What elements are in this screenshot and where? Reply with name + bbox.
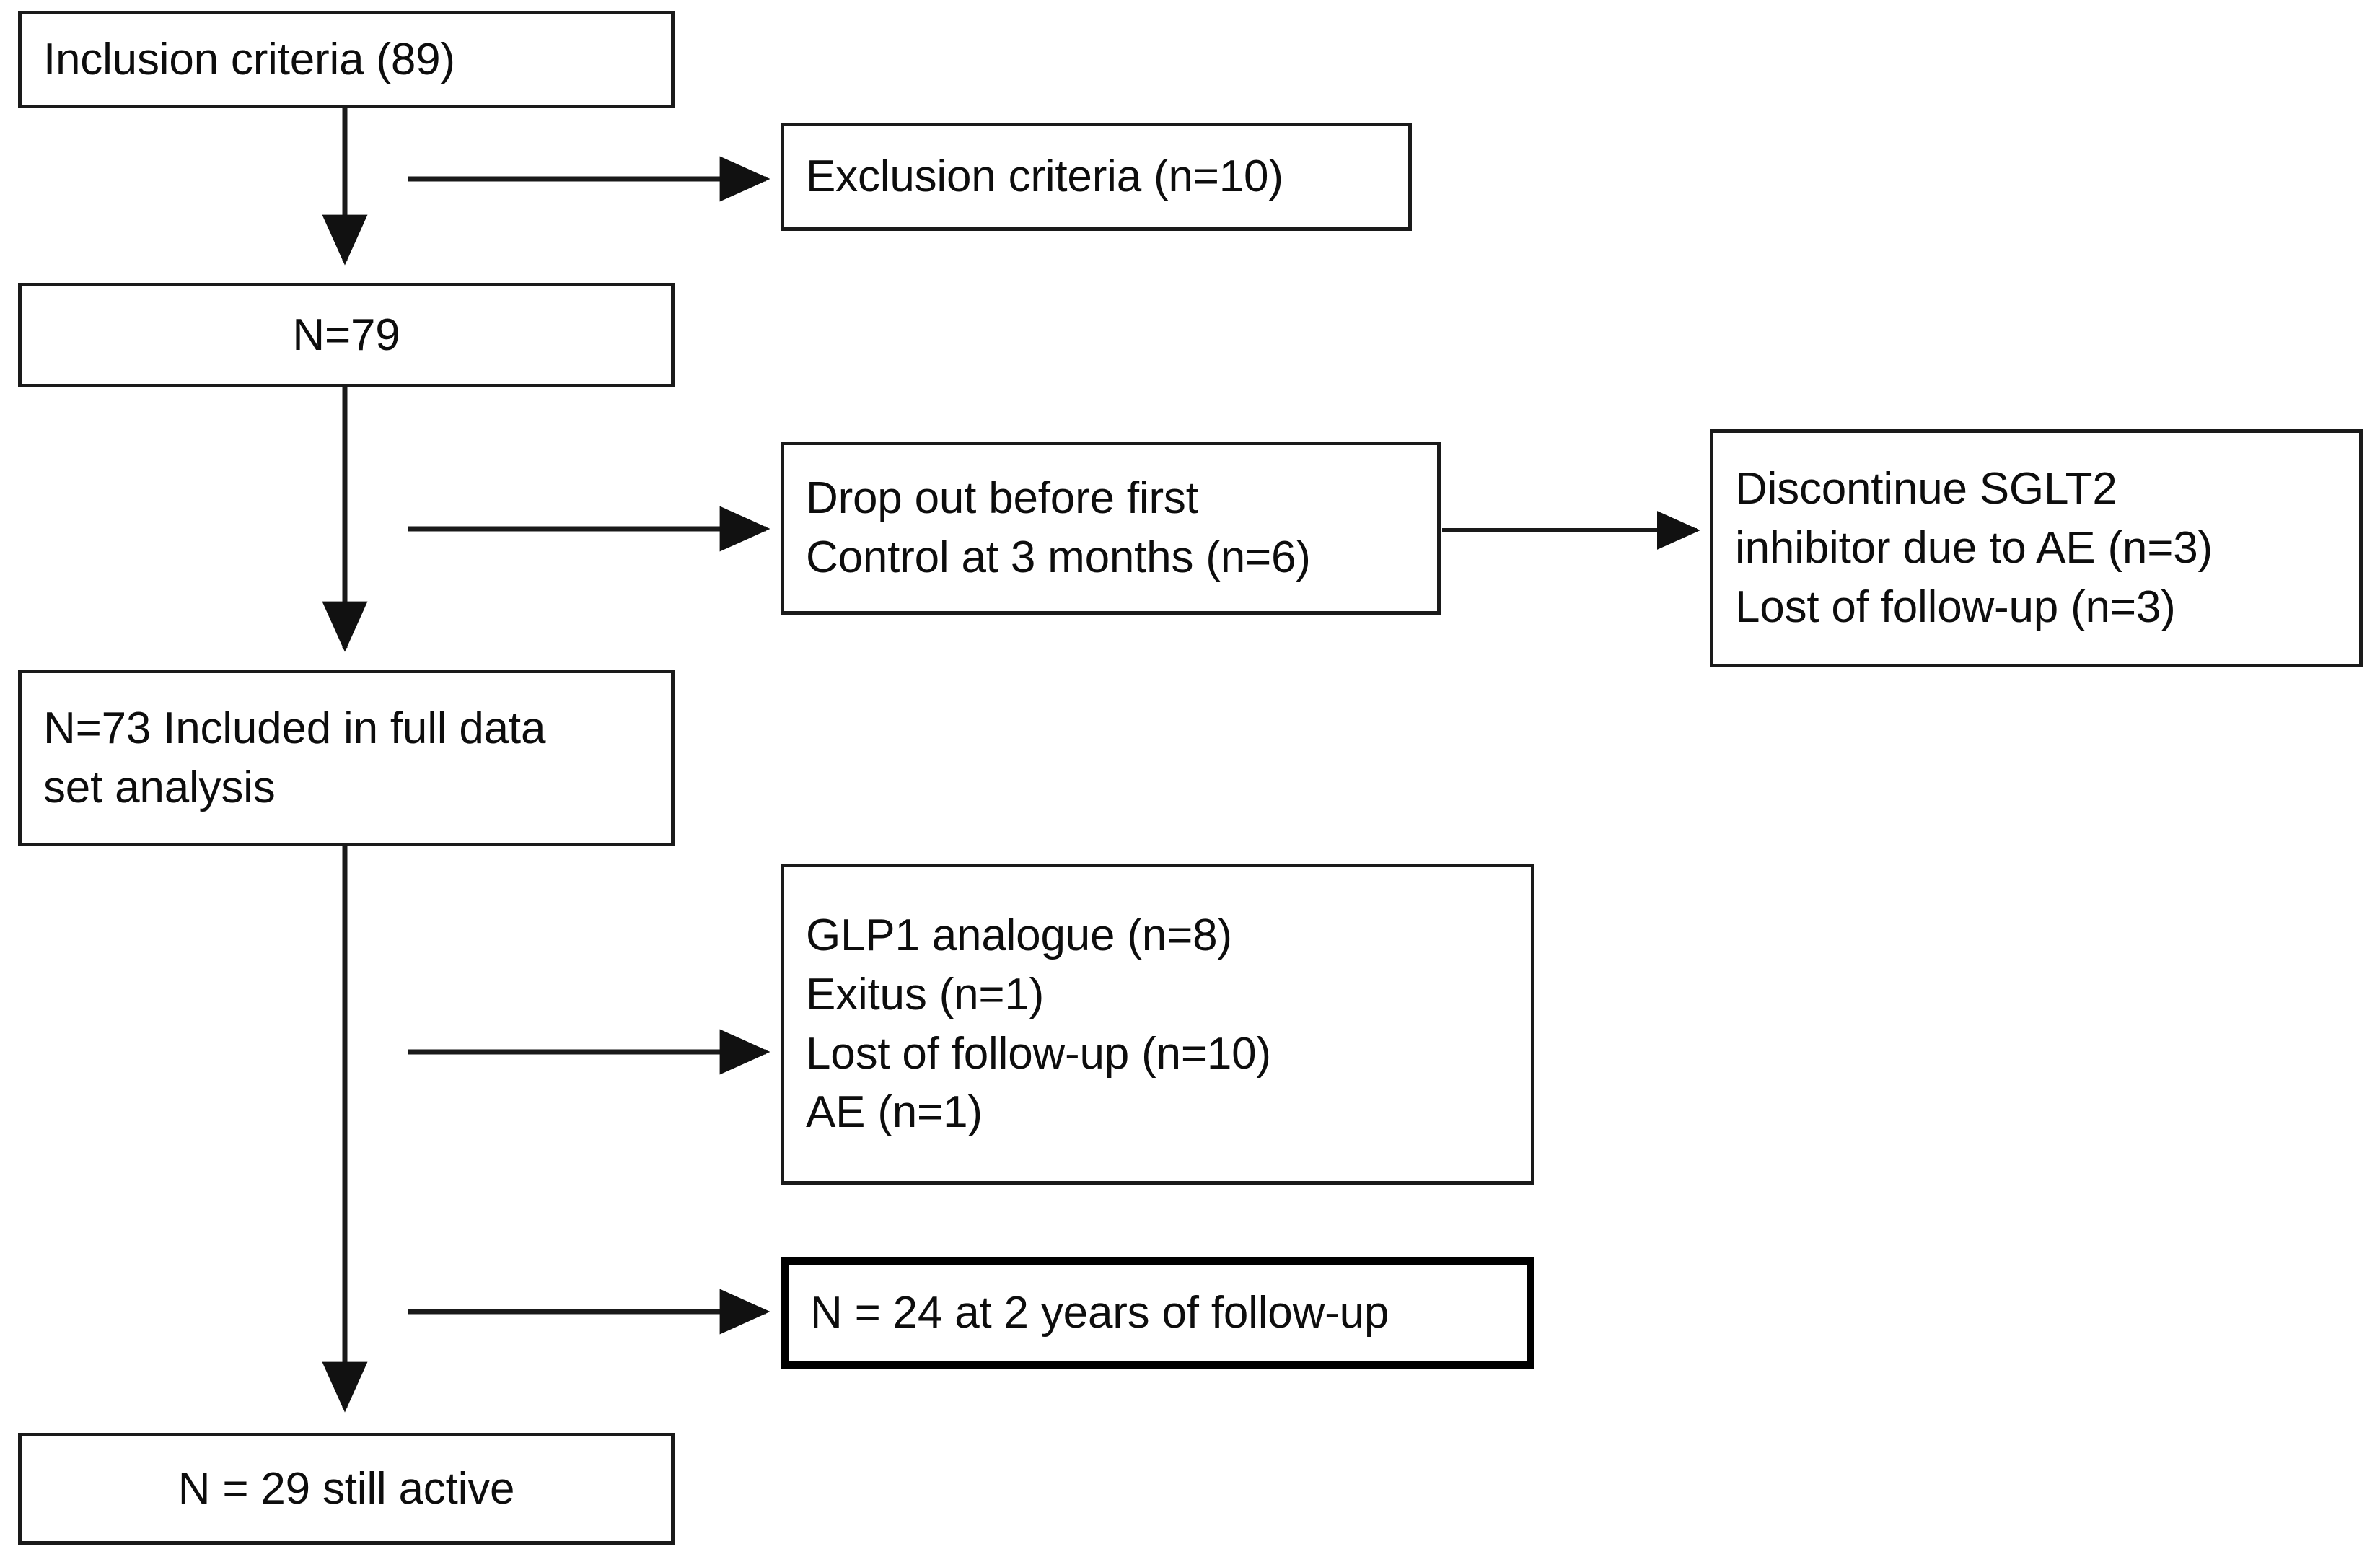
node-text-line: N=79 (292, 310, 400, 360)
node-text-line: Inclusion criteria (89) (43, 34, 455, 84)
node-text-line: N = 24 at 2 years of follow-up (810, 1287, 1389, 1338)
node-text-line: Drop out before first (806, 473, 1198, 524)
node-text-line: Lost of follow-up (n=3) (1735, 582, 2176, 632)
node-n24-two-years-followup: N = 24 at 2 years of follow-up (781, 1257, 1534, 1369)
node-n79: N=79 (18, 283, 675, 387)
node-dropout-before-first-control: Drop out before first Control at 3 month… (781, 442, 1441, 615)
node-text-line: Exclusion criteria (n=10) (806, 152, 1283, 202)
node-text-line: Lost of follow-up (n=10) (806, 1028, 1271, 1079)
node-text-line: AE (n=1) (806, 1087, 983, 1138)
node-text-line: Control at 3 months (n=6) (806, 532, 1311, 582)
node-text-line: set analysis (43, 762, 276, 812)
node-discontinue-sglt2: Discontinue SGLT2 inhibitor due to AE (n… (1710, 429, 2363, 667)
node-text-line: Discontinue SGLT2 (1735, 464, 2117, 514)
node-n29-still-active: N = 29 still active (18, 1433, 675, 1545)
node-n73-full-data-set: N=73 Included in full data set analysis (18, 670, 675, 846)
node-text-line: N = 29 still active (177, 1463, 515, 1514)
node-exclusion-criteria: Exclusion criteria (n=10) (781, 123, 1412, 231)
node-text-line: Exitus (n=1) (806, 969, 1045, 1019)
node-glp1-exitus-lost-ae: GLP1 analogue (n=8) Exitus (n=1) Lost of… (781, 864, 1534, 1185)
node-text-line: N=73 Included in full data (43, 703, 546, 753)
node-text-line: GLP1 analogue (n=8) (806, 910, 1232, 960)
node-text-line: inhibitor due to AE (n=3) (1735, 523, 2213, 574)
node-inclusion-criteria: Inclusion criteria (89) (18, 11, 675, 108)
